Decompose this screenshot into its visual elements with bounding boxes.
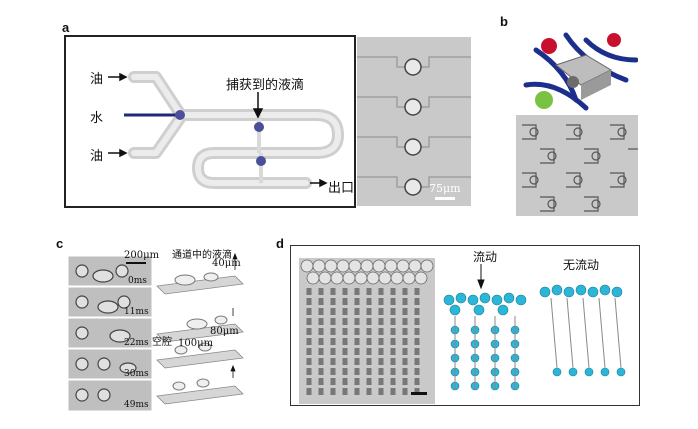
captured-droplet xyxy=(404,98,422,116)
panel-c-scale-label: 200μm xyxy=(124,250,160,261)
bypass-channel-1 xyxy=(257,115,261,153)
panel-b-3d-model xyxy=(516,30,639,114)
panel-d-micrograph xyxy=(299,258,435,404)
trap-row xyxy=(522,172,627,188)
blue-ribbon xyxy=(533,47,579,103)
dim-100-label: 100μm xyxy=(178,338,214,349)
dim-40-label: 40μm xyxy=(212,258,241,269)
no-flow-beads xyxy=(539,284,626,377)
flow-label: 流动 xyxy=(473,250,498,264)
scale-bar xyxy=(411,392,427,395)
panel-c-3d-schematic xyxy=(155,250,247,410)
dim-80-label: 80μm xyxy=(210,326,239,337)
trap-3d-rendering xyxy=(523,32,639,111)
trapped-droplet-label: 捕获到的液滴 xyxy=(226,78,305,93)
blue-ribbon xyxy=(583,37,639,63)
trap-row xyxy=(540,196,601,212)
blue-ribbon xyxy=(523,81,589,111)
time-label-3: 30ms xyxy=(124,369,149,379)
timelapse-frames xyxy=(67,255,153,412)
panel-d-box: 流动 无流动 xyxy=(290,245,640,406)
flow-beads xyxy=(443,292,527,391)
scale-bar xyxy=(435,197,455,200)
bead-chain-schematic xyxy=(443,264,626,391)
red-sphere xyxy=(607,33,621,47)
time-label-1: 11ms xyxy=(124,307,149,317)
scale-bar-label: 75μm xyxy=(429,182,461,195)
captured-droplet xyxy=(404,178,422,196)
trap-array-micrograph xyxy=(357,56,471,200)
microfluidic-channel-diagram xyxy=(108,71,344,189)
channel-slab xyxy=(156,349,244,369)
channel-slab xyxy=(156,385,244,405)
panel-c-timelapse: 0ms 11ms 22ms 30ms 49ms xyxy=(67,255,153,412)
trap-grid-micrograph xyxy=(522,124,638,212)
captured-droplet xyxy=(404,138,422,156)
water-inlet-label: 水 xyxy=(90,111,104,126)
forming-droplet xyxy=(175,110,185,120)
time-label-4: 49ms xyxy=(124,400,149,410)
trapped-droplet-2 xyxy=(256,156,266,166)
droplet-chain-micrograph xyxy=(300,259,434,398)
scale-bar xyxy=(126,262,146,264)
panel-a-schematic: 油 水 油 捕获到的液滴 出口 xyxy=(64,35,356,208)
outlet-label: 出口 xyxy=(328,181,355,196)
panel-a-micrograph: 75μm xyxy=(357,37,471,206)
time-label-0: 0ms xyxy=(128,276,147,286)
channel-slab xyxy=(156,323,244,343)
bypass-channel-2 xyxy=(259,153,263,183)
panel-b-label: b xyxy=(500,14,508,29)
droplet-in-channel-label: 通道中的液滴 xyxy=(172,250,232,261)
captured-droplet xyxy=(404,58,422,76)
trapped-droplet-1 xyxy=(254,122,264,132)
cavity-schematic xyxy=(156,252,244,405)
grey-block xyxy=(581,70,611,100)
grey-sphere xyxy=(567,76,579,88)
green-sphere xyxy=(535,91,553,109)
cavity-label: 空腔 xyxy=(152,337,172,348)
trap-row xyxy=(540,148,638,164)
channel-slab xyxy=(156,275,244,295)
no-flow-label: 无流动 xyxy=(563,258,600,272)
panel-d-label: d xyxy=(276,236,284,251)
trap-row xyxy=(522,124,627,140)
panel-c-label: c xyxy=(56,236,64,251)
panel-b-micrograph xyxy=(516,115,638,216)
oil-inlet-top-label: 油 xyxy=(90,72,104,87)
red-sphere xyxy=(541,38,557,54)
panel-a-label: a xyxy=(62,20,70,35)
oil-inlet-bottom-label: 油 xyxy=(90,149,104,164)
time-label-2: 22ms xyxy=(124,338,149,348)
